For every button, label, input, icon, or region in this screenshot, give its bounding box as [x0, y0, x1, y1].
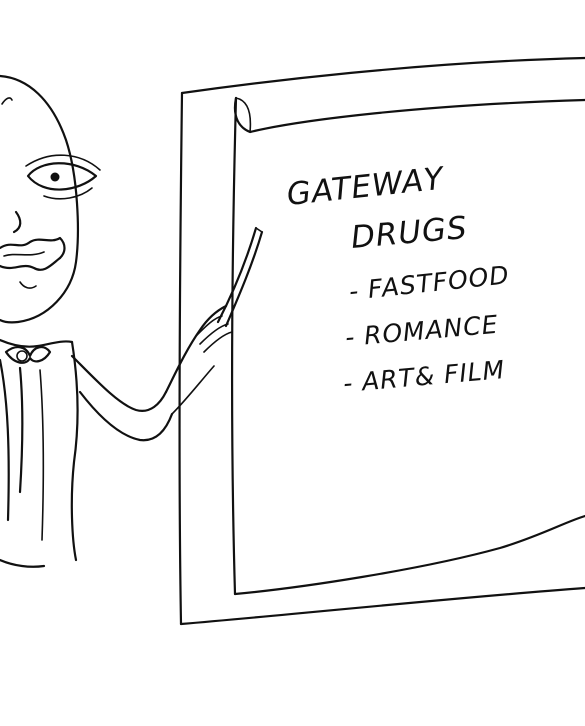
presenter-scalp-mark [1, 97, 13, 105]
board-list-item-1: - FASTFOOD [348, 260, 511, 306]
board-list-item-3: - ART& FILM [342, 355, 506, 398]
presenter-teeth [3, 251, 45, 257]
board-title-line2: DRUGS [350, 210, 470, 256]
presenter-eye-bag [43, 187, 93, 200]
board-sheet-top [233, 96, 585, 134]
presenter-nose [12, 210, 22, 234]
presenter-tie-knot [16, 350, 28, 362]
board-outer-left [178, 91, 184, 626]
board-title-line1: GATEWAY [285, 161, 447, 213]
presenter-jacket-left [0, 358, 10, 522]
presenter-pupil [50, 172, 60, 182]
presenter-hand [164, 304, 228, 394]
board-sheet-bottom [233, 514, 585, 596]
presenter-jacket-right [70, 340, 79, 562]
presenter-arm-lower [78, 390, 174, 442]
presenter-mouth-bottom [0, 256, 62, 271]
board-list-item-2: - ROMANCE [344, 310, 500, 352]
presenter-eye-lid [25, 154, 101, 171]
board-outer-bottom [179, 586, 585, 626]
presenter-figure [0, 74, 233, 568]
presenter-jacket-inner [39, 369, 45, 541]
presenter-fingers [171, 315, 233, 415]
board-sheet-curl [235, 97, 252, 133]
presenter-eye [26, 162, 98, 191]
pointer-stick [216, 226, 264, 328]
presenter-lapel [18, 366, 24, 494]
presenter-collar [0, 338, 74, 348]
presenter-jacket-hem [0, 558, 46, 568]
board-outer-frame [180, 56, 585, 95]
presenter-bow-tie [4, 346, 52, 364]
presenter-head [0, 74, 79, 324]
presenter-arm-upper [70, 354, 168, 412]
presenter-cheek-lines [19, 281, 37, 289]
presenter-mouth-top [0, 236, 66, 260]
board-sheet-left [230, 96, 238, 596]
presentation-board: GATEWAY DRUGS - FASTFOOD - ROMANCE - ART… [178, 56, 585, 626]
